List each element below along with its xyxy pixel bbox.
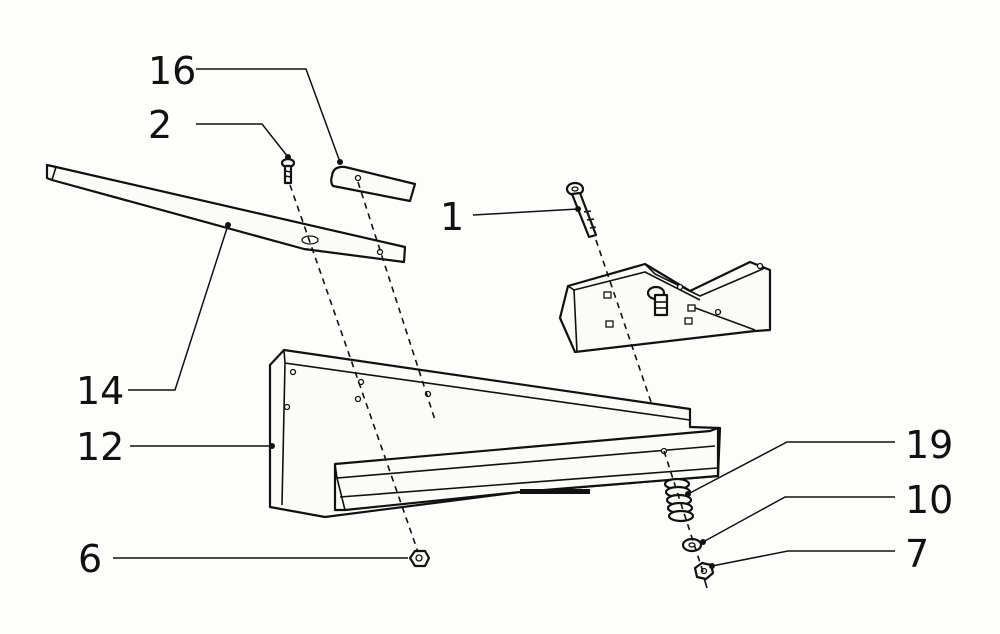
part-16-handle-grip [330,165,417,203]
part-2-screw [280,157,296,185]
part-19-spring [663,477,695,523]
assembly-axes [289,181,705,576]
callout-labels: 16 2 1 14 12 19 10 6 7 [76,49,953,581]
callout-7: 7 [905,532,929,576]
bracket-plate [558,260,772,354]
callout-12: 12 [76,425,124,469]
part-10-washer [681,537,703,553]
part-12-base-frame [268,348,722,519]
part-6-nut [408,549,431,568]
part-1-bolt [565,181,598,239]
callout-1: 1 [440,195,464,239]
callout-10: 10 [905,478,953,522]
callout-19: 19 [905,423,953,467]
part-14-blade-bar [45,163,407,264]
leader-lines [113,68,895,569]
callout-6: 6 [78,537,102,581]
callout-14: 14 [76,369,124,413]
callout-2: 2 [148,103,172,147]
callout-16: 16 [148,49,196,93]
